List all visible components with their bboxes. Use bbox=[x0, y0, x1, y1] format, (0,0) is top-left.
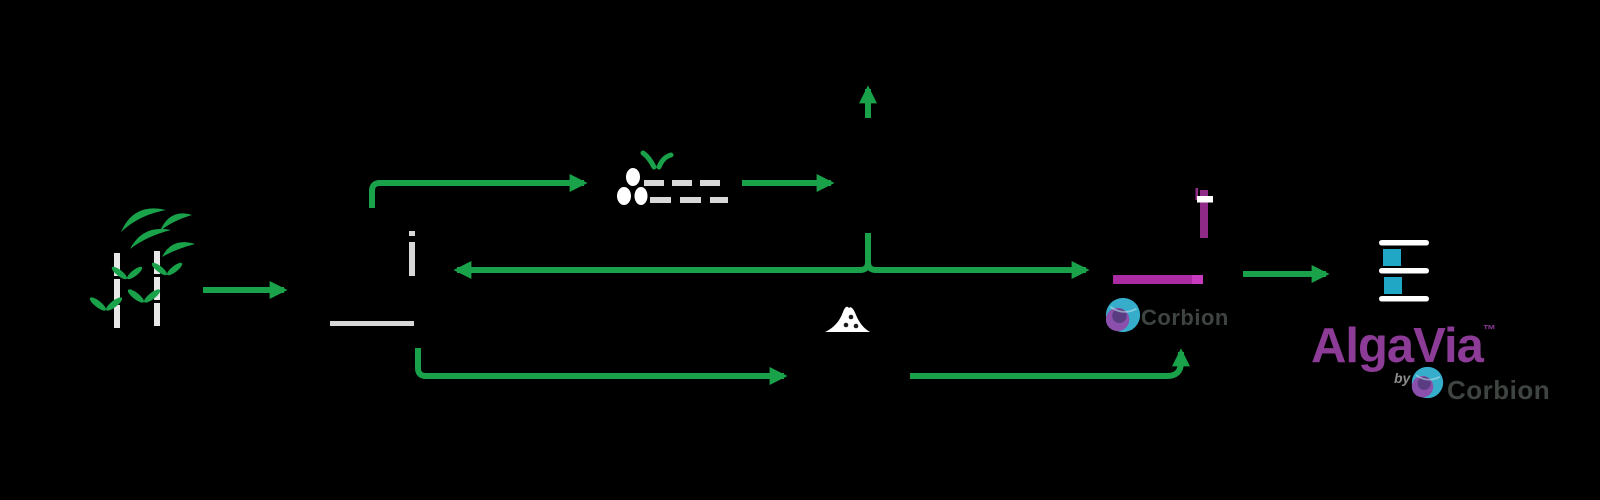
mill-chimney bbox=[409, 231, 415, 236]
mill-chimney bbox=[409, 242, 415, 276]
algavia-logo: AlgaVia™ bbox=[1311, 322, 1496, 371]
stack-shelf bbox=[1379, 240, 1429, 246]
fermenter-shaft bbox=[1200, 190, 1208, 238]
cane-leafpair bbox=[150, 260, 184, 278]
cane-leafpair bbox=[126, 287, 162, 305]
mill-base-line bbox=[330, 321, 414, 326]
cane-leaf bbox=[130, 228, 171, 249]
cane-leaf bbox=[162, 242, 195, 257]
flow-vessel-to-fermenter bbox=[865, 261, 1090, 279]
algavia-byline: by bbox=[1394, 370, 1411, 386]
sugar-heap bbox=[825, 306, 870, 332]
sugarcane-icon bbox=[88, 208, 195, 329]
stack-box bbox=[1383, 249, 1401, 266]
cane-end bbox=[634, 187, 648, 205]
cane-leaf bbox=[121, 208, 166, 232]
trademark-symbol: ™ bbox=[1482, 322, 1496, 337]
sugar-pile-icon bbox=[825, 306, 870, 332]
fermenter-broth-bar-tip bbox=[1192, 275, 1203, 284]
corbion-wordmark: Corbion bbox=[1447, 375, 1551, 405]
sugar-grain bbox=[853, 323, 859, 329]
sugar-grain bbox=[848, 314, 854, 320]
flow-mill-to-sugar bbox=[415, 348, 788, 385]
cane-end bbox=[617, 187, 631, 205]
flow-mill-to-billets bbox=[369, 174, 588, 208]
fermenter-shaft-band bbox=[1197, 196, 1213, 203]
stack-box bbox=[1384, 277, 1402, 294]
sugar-grain bbox=[843, 322, 849, 328]
mill-icon bbox=[330, 231, 415, 326]
flow-sugar-to-fermenter bbox=[910, 348, 1190, 379]
stack-shelf bbox=[1379, 268, 1429, 274]
fermenter-icon bbox=[1105, 188, 1213, 333]
flow-vessel-to-mill-return bbox=[453, 233, 871, 279]
sprout-leaf bbox=[656, 152, 674, 170]
stack-shelf bbox=[1379, 296, 1429, 302]
cane-leaf bbox=[160, 213, 192, 231]
cane-end bbox=[626, 168, 640, 186]
cane-billets-icon bbox=[617, 150, 728, 205]
fermenter-shaft-mount bbox=[1195, 188, 1198, 200]
algavia-wordmark: AlgaVia bbox=[1311, 319, 1484, 373]
product-stack-icon bbox=[1379, 240, 1429, 302]
fermenter-brand-label: Corbion bbox=[1141, 305, 1229, 330]
fermenter-broth-bar bbox=[1113, 275, 1203, 284]
sprout-leaf bbox=[640, 150, 657, 170]
corbion-sphere-icon bbox=[1105, 297, 1141, 333]
cane-leafpair bbox=[110, 264, 144, 282]
